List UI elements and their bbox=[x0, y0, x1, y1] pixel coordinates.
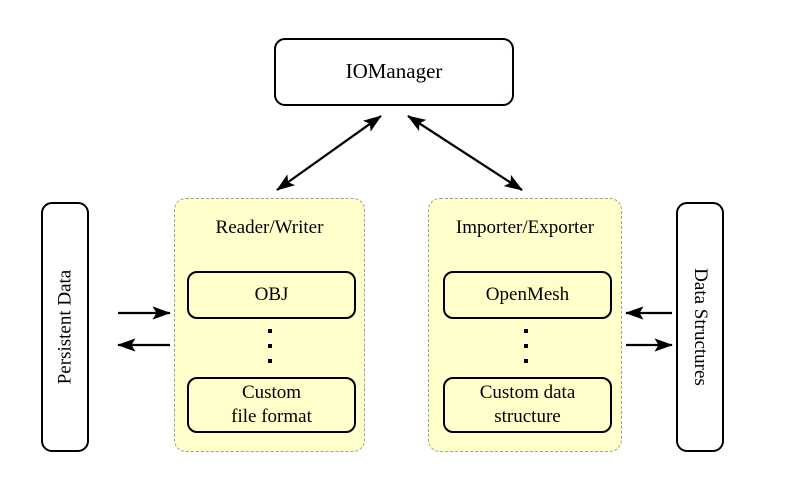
node-iomanager[interactable]: IOManager bbox=[274, 38, 514, 106]
custom-data-structure-line2: structure bbox=[494, 406, 561, 427]
node-custom-data-structure[interactable]: Custom data structure bbox=[443, 377, 612, 433]
custom-file-format-line1: Custom bbox=[241, 382, 302, 404]
arrow-manager-importer-exporter bbox=[407, 115, 523, 191]
persistent-data-label: Persistent Data bbox=[54, 269, 76, 385]
custom-file-format-line2: file format bbox=[231, 406, 312, 427]
ellipsis-dot bbox=[524, 329, 528, 333]
ellipsis-dot bbox=[268, 344, 272, 348]
group-importer-exporter-title: Importer/Exporter bbox=[455, 217, 595, 238]
iomanager-label: IOManager bbox=[345, 59, 443, 84]
reader-writer-ellipsis bbox=[264, 329, 276, 363]
node-obj[interactable]: OBJ bbox=[187, 271, 356, 319]
ellipsis-dot bbox=[524, 344, 528, 348]
openmesh-label: OpenMesh bbox=[485, 284, 570, 306]
obj-label: OBJ bbox=[254, 284, 289, 306]
ellipsis-dot bbox=[268, 329, 272, 333]
node-persistent-data[interactable]: Persistent Data bbox=[41, 202, 89, 452]
node-data-structures[interactable]: Data Structures bbox=[676, 202, 724, 452]
arrow-manager-reader-writer bbox=[276, 115, 382, 191]
node-openmesh[interactable]: OpenMesh bbox=[443, 271, 612, 319]
custom-file-format-label: Custom file format bbox=[231, 381, 312, 429]
group-importer-exporter[interactable]: Importer/Exporter OpenMesh Custom data s… bbox=[428, 198, 622, 452]
custom-data-structure-line1: Custom data bbox=[479, 382, 576, 404]
custom-data-structure-label: Custom data structure bbox=[480, 381, 576, 429]
importer-exporter-ellipsis bbox=[520, 329, 532, 363]
data-structures-label: Data Structures bbox=[690, 268, 711, 386]
ellipsis-dot bbox=[268, 359, 272, 363]
group-reader-writer-title: Reader/Writer bbox=[215, 217, 324, 238]
ellipsis-dot bbox=[524, 359, 528, 363]
group-reader-writer[interactable]: Reader/Writer OBJ Custom file format bbox=[174, 198, 365, 452]
node-custom-file-format[interactable]: Custom file format bbox=[187, 377, 356, 433]
